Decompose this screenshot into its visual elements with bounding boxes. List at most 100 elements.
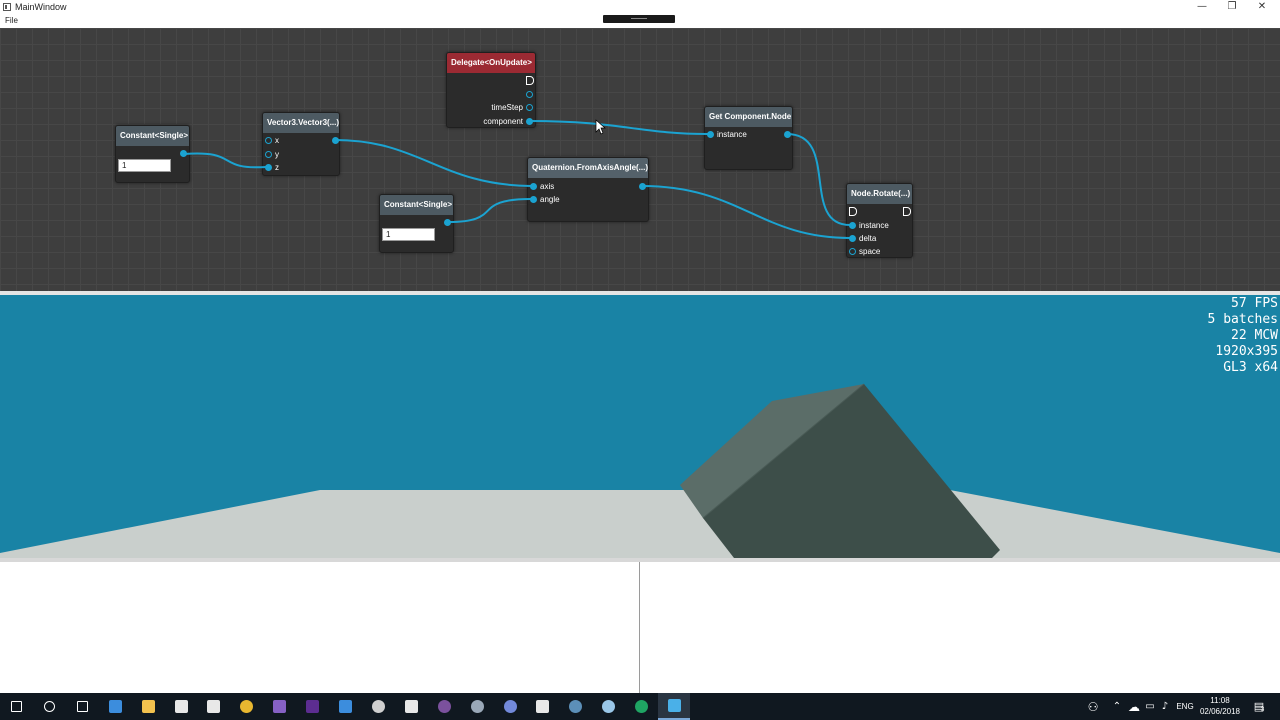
edge-icon-glyph (108, 700, 122, 713)
node-constant-2[interactable]: Constant<Single> 1 (379, 194, 454, 253)
visual-studio-purple-icon[interactable] (263, 693, 295, 720)
node-get-component[interactable]: Get Component.Node instance (704, 106, 793, 170)
node-title: Get Component.Node (705, 107, 792, 127)
viber-icon[interactable] (428, 693, 460, 720)
visual-studio-icon-glyph (305, 700, 319, 713)
graph-drag-handle[interactable] (603, 15, 675, 23)
chrome-icon-glyph (239, 700, 253, 713)
stat-renderer: GL3 x64 (1223, 360, 1278, 375)
app-circle-icon[interactable] (461, 693, 493, 720)
tray-chevron-icon[interactable]: ⌃ (1112, 700, 1122, 712)
stat-mcw: 22 MCW (1231, 328, 1278, 343)
epic-games-icon[interactable] (526, 693, 558, 720)
close-button[interactable]: ✕ (1257, 1, 1267, 12)
output-port-blank[interactable] (526, 91, 533, 98)
calendar-grid-icon[interactable] (329, 693, 361, 720)
network-icon[interactable]: ▭ (1145, 700, 1155, 712)
mail-icon-glyph (206, 700, 220, 713)
port-label-component: component (483, 117, 523, 126)
output-port-timestep[interactable] (526, 104, 533, 111)
app-circle-icon-glyph (470, 700, 484, 713)
chrome-icon[interactable] (230, 693, 262, 720)
file-explorer-icon[interactable] (132, 693, 164, 720)
input-port-instance[interactable] (849, 222, 856, 229)
input-port-space[interactable] (849, 248, 856, 255)
input-port-delta[interactable] (849, 235, 856, 242)
store-icon-glyph (174, 700, 188, 713)
mail-icon[interactable] (197, 693, 229, 720)
input-port-x[interactable] (265, 137, 272, 144)
notification-count: 3 (1261, 707, 1265, 713)
stat-batches: 5 batches (1207, 312, 1278, 327)
obs-icon[interactable] (362, 693, 394, 720)
calendar-grid-icon-glyph (338, 700, 352, 713)
input-port-y[interactable] (265, 151, 272, 158)
stat-resolution: 1920x395 (1215, 344, 1278, 359)
search-icon[interactable] (33, 693, 65, 720)
discord-icon[interactable] (494, 693, 526, 720)
clock[interactable]: 11:08 02/06/2018 (1196, 695, 1244, 717)
network-people-icon[interactable]: ⚇ (1087, 699, 1099, 714)
constant-value-input[interactable]: 1 (382, 228, 435, 241)
globe-icon[interactable] (592, 693, 624, 720)
onedrive-icon[interactable]: ☁ (1128, 699, 1140, 714)
task-view-icon-glyph (76, 701, 88, 712)
output-port[interactable] (784, 131, 791, 138)
menu-file[interactable]: File (5, 16, 18, 25)
input-port-instance[interactable] (707, 131, 714, 138)
node-title: Vector3.Vector3(...) (263, 113, 339, 133)
unity-icon-glyph (404, 700, 418, 713)
main-window-app-icon[interactable] (658, 693, 690, 720)
restore-button[interactable]: ❐ (1227, 1, 1237, 12)
input-port-axis[interactable] (530, 183, 537, 190)
store-icon[interactable] (165, 693, 197, 720)
task-view-icon[interactable] (66, 693, 98, 720)
output-port[interactable] (444, 219, 451, 226)
file-explorer-icon-glyph (141, 700, 155, 713)
bottom-splitter[interactable] (0, 558, 1280, 562)
3d-viewport[interactable]: 57 FPS 5 batches 22 MCW 1920x395 GL3 x64 (0, 295, 1280, 558)
output-port-component[interactable] (526, 118, 533, 125)
node-quaternion-fromaxisangle[interactable]: Quaternion.FromAxisAngle(...) axis angle (527, 157, 649, 222)
ground-plane (0, 490, 1280, 558)
input-port-angle[interactable] (530, 196, 537, 203)
node-delegate-onupdate[interactable]: Delegate<OnUpdate> timeStep component (446, 52, 536, 128)
visual-studio-icon[interactable] (296, 693, 328, 720)
node-vector3[interactable]: Vector3.Vector3(...) x y z (262, 112, 340, 176)
exec-input-icon[interactable] (849, 207, 857, 216)
bottom-right-panel (640, 562, 1280, 693)
app-icon (3, 3, 11, 11)
unity-icon[interactable] (395, 693, 427, 720)
output-port[interactable] (180, 150, 187, 157)
hangouts-icon[interactable] (625, 693, 657, 720)
node-constant-1[interactable]: Constant<Single> 1 (115, 125, 190, 183)
node-rotate[interactable]: Node.Rotate(...) instance delta space (846, 183, 913, 258)
search-icon-glyph (43, 701, 55, 712)
minimize-button[interactable]: — (1197, 1, 1207, 12)
output-port[interactable] (332, 137, 339, 144)
horizontal-splitter[interactable] (0, 291, 1280, 295)
visual-studio-purple-icon-glyph (272, 700, 286, 713)
port-label-angle: angle (540, 195, 560, 204)
input-port-z[interactable] (265, 164, 272, 171)
constant-value-input[interactable]: 1 (118, 159, 171, 172)
windows-start-icon[interactable] (0, 693, 32, 720)
steam-icon[interactable] (559, 693, 591, 720)
obs-icon-glyph (371, 700, 385, 713)
output-port[interactable] (639, 183, 646, 190)
port-label-timestep: timeStep (491, 103, 523, 112)
volume-icon[interactable]: ♪ (1161, 700, 1169, 712)
panel-separator[interactable] (639, 562, 640, 693)
box-top-face (680, 384, 864, 518)
globe-icon-glyph (601, 700, 615, 713)
node-title: Constant<Single> (380, 195, 453, 215)
language-indicator[interactable]: ENG (1176, 702, 1194, 711)
window-title: MainWindow (15, 2, 67, 12)
edge-icon[interactable] (99, 693, 131, 720)
port-label-delta: delta (859, 234, 877, 243)
node-title: Node.Rotate(...) (847, 184, 912, 204)
notification-center-icon[interactable]: ▤ 3 (1253, 700, 1265, 713)
exec-output-icon[interactable] (526, 76, 534, 85)
exec-output-icon[interactable] (903, 207, 911, 216)
clock-date: 02/06/2018 (1199, 707, 1241, 716)
